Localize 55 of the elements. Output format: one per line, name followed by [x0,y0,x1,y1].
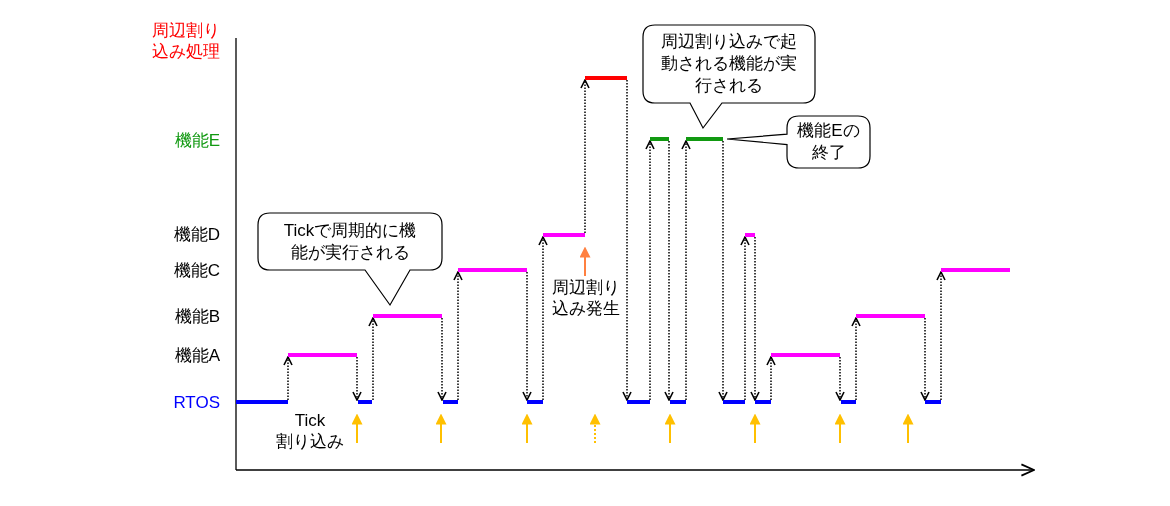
execution-bar [771,353,840,357]
arrow [750,236,760,401]
axis-label: 機能B [173,306,220,327]
axis-label: 機能C [172,260,220,281]
arrow [368,317,378,401]
arrow [283,356,293,401]
arrow [835,356,845,401]
annotation-text: 周辺割り込み発生 [551,277,621,319]
arrow [580,79,590,234]
arrow [740,236,750,401]
execution-bar [543,233,585,237]
execution-bar [670,400,686,404]
execution-bar [856,314,925,318]
execution-bar [458,268,527,272]
arrow [352,356,362,401]
execution-bar [925,400,941,404]
arrow [453,271,463,401]
speech-bubble [258,213,442,305]
axis-label: 機能E [173,130,220,151]
arrow [622,79,632,401]
arrow [645,140,655,401]
execution-bar [755,400,771,404]
arrow [936,271,946,401]
arrow [718,140,728,401]
execution-bar [841,400,856,404]
callout-text: 周辺割り込みで起動される機能が実行される [660,31,798,97]
speech-bubble [727,116,870,168]
execution-bar [527,400,543,404]
execution-bar [650,137,669,141]
execution-bar [373,314,442,318]
execution-bar [236,400,288,404]
execution-bar [358,400,372,404]
annotation-text: Tick 割り込み [275,410,345,452]
callout-text: 機能Eの終了 [796,120,861,164]
execution-bar [745,233,755,237]
execution-bar [443,400,458,404]
arrow [437,317,447,401]
arrow [920,317,930,401]
execution-bar [288,353,357,357]
arrow [522,271,532,401]
axis-label: 周辺割り込み処理 [151,20,220,62]
arrow [664,140,674,401]
arrow [766,356,776,401]
execution-bar [585,76,627,80]
arrow [851,317,861,401]
execution-bar [723,400,745,404]
callout-text: Tickで周期的に機能が実行される [282,219,418,264]
axis-label: 機能D [172,224,220,245]
axis-label: RTOS [172,392,220,413]
axis-label: 機能A [173,345,220,366]
execution-bar [941,268,1010,272]
execution-bar [686,137,723,141]
arrow [681,140,691,401]
arrow [538,236,548,401]
execution-bar [627,400,650,404]
